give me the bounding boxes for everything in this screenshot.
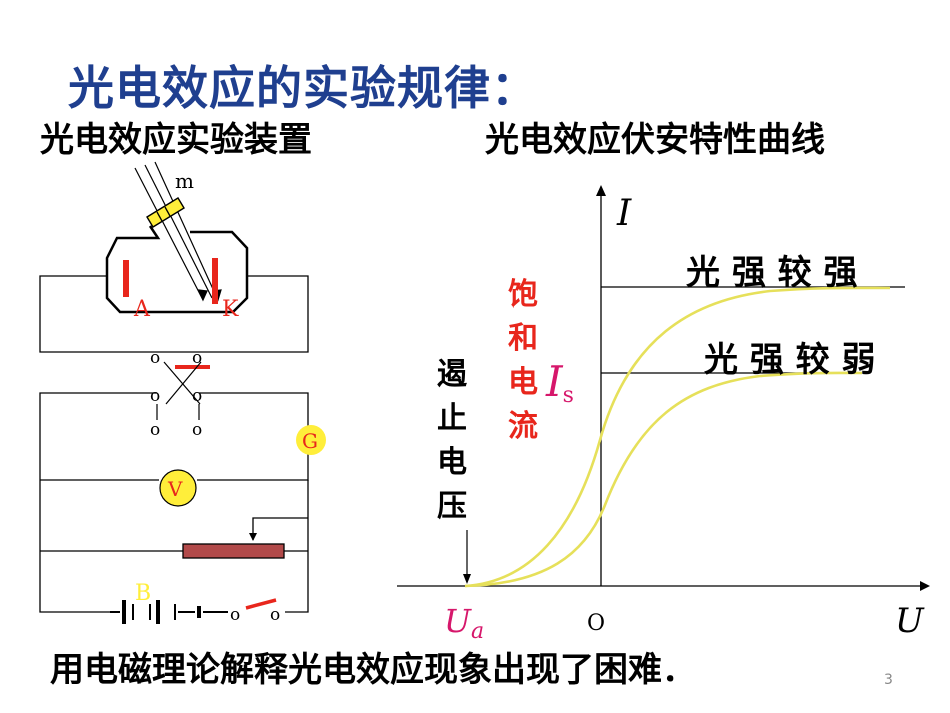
x-axis-label: U [895, 601, 925, 641]
svg-text:o: o [150, 348, 160, 368]
svg-text:o: o [150, 420, 160, 440]
conclusion-text: 用电磁理论解释光电效应现象出现了困难． [50, 650, 696, 690]
svg-text:o: o [150, 386, 160, 406]
svg-text:o: o [192, 348, 202, 368]
apparatus-heading: 光电效应实验装置 [40, 120, 312, 160]
y-axis-label: I [616, 193, 632, 234]
svg-text:和: 和 [508, 321, 538, 356]
svg-text:o: o [270, 605, 280, 625]
label-battery: B [135, 581, 151, 606]
page-number: 3 [884, 672, 893, 688]
stop-voltage-symbol: Ua [444, 602, 484, 644]
svg-text:o: o [230, 605, 240, 625]
iv-curve-heading: 光电效应伏安特性曲线 [485, 120, 825, 160]
saturation-symbol: Is [545, 357, 574, 408]
curve-weak-label: 光 强 较 弱 [704, 340, 876, 380]
svg-text:压: 压 [437, 489, 467, 524]
light-rays [134, 161, 222, 302]
svg-text:饱: 饱 [508, 277, 538, 312]
svg-text:止: 止 [437, 401, 467, 436]
galvanometer [296, 425, 326, 455]
svg-text:o: o [192, 386, 202, 406]
vacuum-tube [105, 225, 249, 314]
origin-label: O [587, 611, 605, 636]
stop-voltage-text: 遏 止 电 压 [437, 357, 468, 524]
quartz-window [146, 197, 185, 228]
label-voltmeter: V [167, 477, 183, 501]
label-galvanometer: G [302, 429, 318, 453]
label-anode: A [133, 297, 151, 322]
label-m: m [175, 169, 194, 193]
svg-text:o: o [192, 420, 202, 440]
main-switch-lever [245, 598, 277, 610]
apparatus-diagram [39, 161, 326, 624]
slide-title: 光电效应的实验规律： [68, 61, 538, 115]
svg-text:流: 流 [508, 409, 538, 444]
switch-terminals: o o o o o o o o [150, 348, 280, 625]
svg-text:电: 电 [437, 445, 467, 480]
svg-text:遏: 遏 [437, 357, 468, 392]
curve-strong-light [464, 286, 891, 588]
voltmeter [159, 469, 197, 507]
svg-text:电: 电 [508, 365, 538, 400]
label-cathode: K [222, 297, 239, 322]
curve-weak-light [464, 371, 863, 588]
curve-strong-label: 光 强 较 强 [686, 253, 858, 293]
battery [110, 600, 228, 624]
iv-graph [397, 185, 930, 591]
saturation-current-text: 饱 和 电 流 [508, 277, 538, 444]
rheostat [182, 543, 285, 559]
rheostat-slider [252, 517, 308, 540]
reversing-switch [156, 361, 210, 420]
